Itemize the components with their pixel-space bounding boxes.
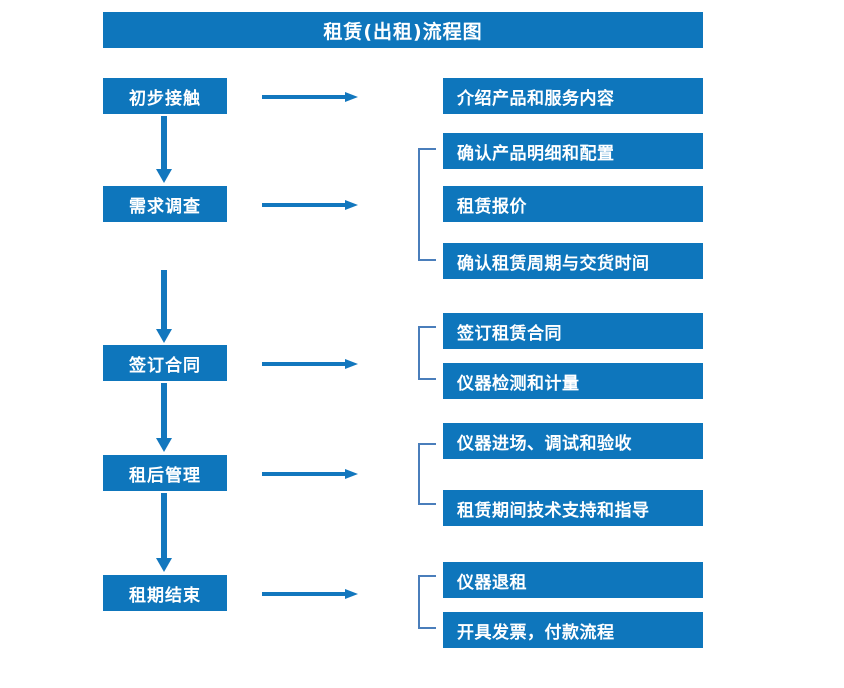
task-box-10[interactable]: 开具发票，付款流程 xyxy=(443,612,703,648)
horizontal-arrow-2 xyxy=(262,197,359,211)
horizontal-arrow-4 xyxy=(262,466,359,480)
task-box-7[interactable]: 仪器进场、调试和验收 xyxy=(443,423,703,459)
vertical-arrow-3 xyxy=(154,383,174,453)
horizontal-arrow-3 xyxy=(262,356,359,370)
horizontal-arrow-5 xyxy=(262,586,359,600)
task-box-3[interactable]: 租赁报价 xyxy=(443,186,703,222)
vertical-arrow-4 xyxy=(154,493,174,573)
page-title: 租赁(出租)流程图 xyxy=(103,12,703,48)
task-box-8[interactable]: 租赁期间技术支持和指导 xyxy=(443,490,703,526)
task-box-9[interactable]: 仪器退租 xyxy=(443,562,703,598)
task-box-6[interactable]: 仪器检测和计量 xyxy=(443,363,703,399)
stage-box-1[interactable]: 初步接触 xyxy=(103,78,227,114)
group-bracket-4 xyxy=(418,575,436,629)
group-bracket-2 xyxy=(418,326,436,380)
task-box-5[interactable]: 签订租赁合同 xyxy=(443,313,703,349)
horizontal-arrow-1 xyxy=(262,89,359,103)
task-box-1[interactable]: 介绍产品和服务内容 xyxy=(443,78,703,114)
stage-box-3[interactable]: 签订合同 xyxy=(103,345,227,381)
stage-box-2[interactable]: 需求调查 xyxy=(103,186,227,222)
group-bracket-3 xyxy=(418,443,436,505)
group-bracket-1 xyxy=(418,148,436,261)
vertical-arrow-2 xyxy=(154,270,174,344)
stage-box-5[interactable]: 租期结束 xyxy=(103,575,227,611)
stage-box-4[interactable]: 租后管理 xyxy=(103,455,227,491)
task-box-2[interactable]: 确认产品明细和配置 xyxy=(443,133,703,169)
task-box-4[interactable]: 确认租赁周期与交货时间 xyxy=(443,243,703,279)
vertical-arrow-1 xyxy=(154,116,174,184)
